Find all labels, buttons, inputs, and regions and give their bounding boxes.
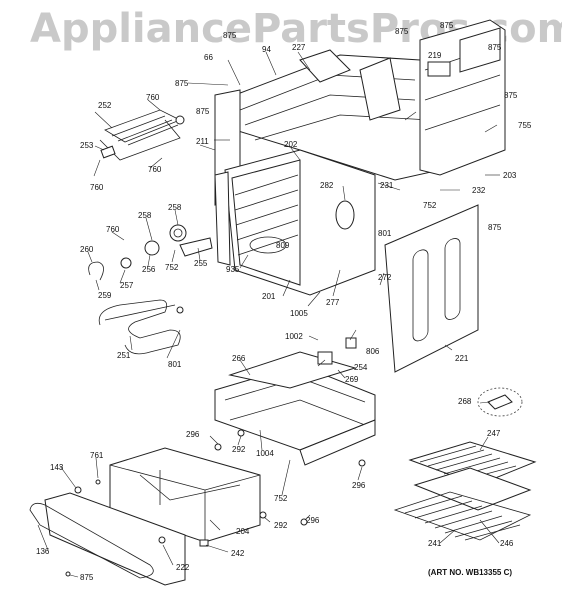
callout-282: 282 (320, 181, 334, 190)
callout-260: 260 (80, 245, 94, 254)
callout-222: 222 (176, 563, 190, 572)
callout-143: 143 (50, 463, 64, 472)
back-panel (419, 19, 506, 176)
callout-801: 801 (378, 229, 392, 238)
callout-252: 252 (98, 101, 112, 110)
callout-227: 227 (292, 43, 306, 52)
callout-296: 296 (186, 430, 200, 439)
callout-256: 256 (142, 265, 156, 274)
broil-element (99, 109, 185, 161)
hardware-screws (65, 337, 366, 577)
drawer-front (29, 492, 186, 586)
callout-296: 296 (306, 516, 320, 525)
callout-251: 251 (117, 351, 131, 360)
callout-760: 760 (148, 165, 162, 174)
callout-875: 875 (488, 43, 502, 52)
callout-94: 94 (262, 45, 271, 54)
art-number: (ART NO. WB13355 C) (428, 568, 513, 577)
callout-296: 296 (352, 481, 366, 490)
callout-253: 253 (80, 141, 94, 150)
callout-258: 258 (138, 211, 152, 220)
callout-1002: 1002 (285, 332, 303, 341)
callout-255: 255 (194, 259, 208, 268)
broiler-pan (408, 441, 537, 511)
callout-755: 755 (518, 121, 532, 130)
callout-752: 752 (165, 263, 179, 272)
callout-752: 752 (423, 201, 437, 210)
callout-259: 259 (98, 291, 112, 300)
callout-203: 203 (503, 171, 517, 180)
callout-1005: 1005 (290, 309, 308, 318)
callout-761: 761 (90, 451, 104, 460)
callout-254: 254 (354, 363, 368, 372)
callout-219: 219 (428, 51, 442, 60)
callout-752: 752 (274, 494, 288, 503)
callout-204: 204 (236, 527, 250, 536)
callout-231: 231 (380, 181, 394, 190)
callout-760: 760 (146, 93, 160, 102)
side-panel (384, 204, 479, 373)
callout-292: 292 (232, 445, 246, 454)
callout-875: 875 (223, 31, 237, 40)
callout-277: 277 (326, 298, 340, 307)
callout-1004: 1004 (256, 449, 274, 458)
callout-247: 247 (487, 429, 501, 438)
callout-labels: 875 66 94 227 875 875 875 219 875 875 75… (36, 21, 532, 582)
chassis-frame (214, 49, 441, 206)
callout-246: 246 (500, 539, 514, 548)
callout-211: 211 (196, 137, 209, 146)
leader-lines (37, 51, 500, 578)
sensor-parts (88, 224, 213, 281)
callout-875: 875 (395, 27, 409, 36)
callout-809: 809 (276, 241, 290, 250)
oven-rack (393, 491, 532, 541)
callout-875: 875 (488, 223, 502, 232)
callout-66: 66 (204, 53, 213, 62)
callout-875: 875 (175, 79, 189, 88)
callout-935: 935 (226, 265, 240, 274)
callout-760: 760 (106, 225, 120, 234)
callout-875: 875 (440, 21, 454, 30)
oven-cavity (214, 149, 376, 296)
callout-269: 269 (345, 375, 359, 384)
bake-element (98, 299, 184, 355)
callout-202: 202 (284, 140, 298, 149)
callout-875: 875 (196, 107, 210, 116)
callout-232: 232 (472, 186, 486, 195)
callout-136: 136 (36, 547, 50, 556)
callout-221: 221 (455, 354, 469, 363)
callout-242: 242 (231, 549, 245, 558)
callout-272: 272 (378, 273, 392, 282)
callout-875: 875 (504, 91, 518, 100)
callout-266: 266 (232, 354, 246, 363)
callout-875: 875 (80, 573, 94, 582)
callout-201: 201 (262, 292, 276, 301)
callout-268: 268 (458, 397, 472, 406)
callout-241: 241 (428, 539, 442, 548)
callout-258: 258 (168, 203, 182, 212)
clip-detail (477, 387, 523, 417)
callout-801: 801 (168, 360, 182, 369)
callout-292: 292 (274, 521, 288, 530)
callout-806: 806 (366, 347, 380, 356)
callout-760: 760 (90, 183, 104, 192)
callout-257: 257 (120, 281, 134, 290)
